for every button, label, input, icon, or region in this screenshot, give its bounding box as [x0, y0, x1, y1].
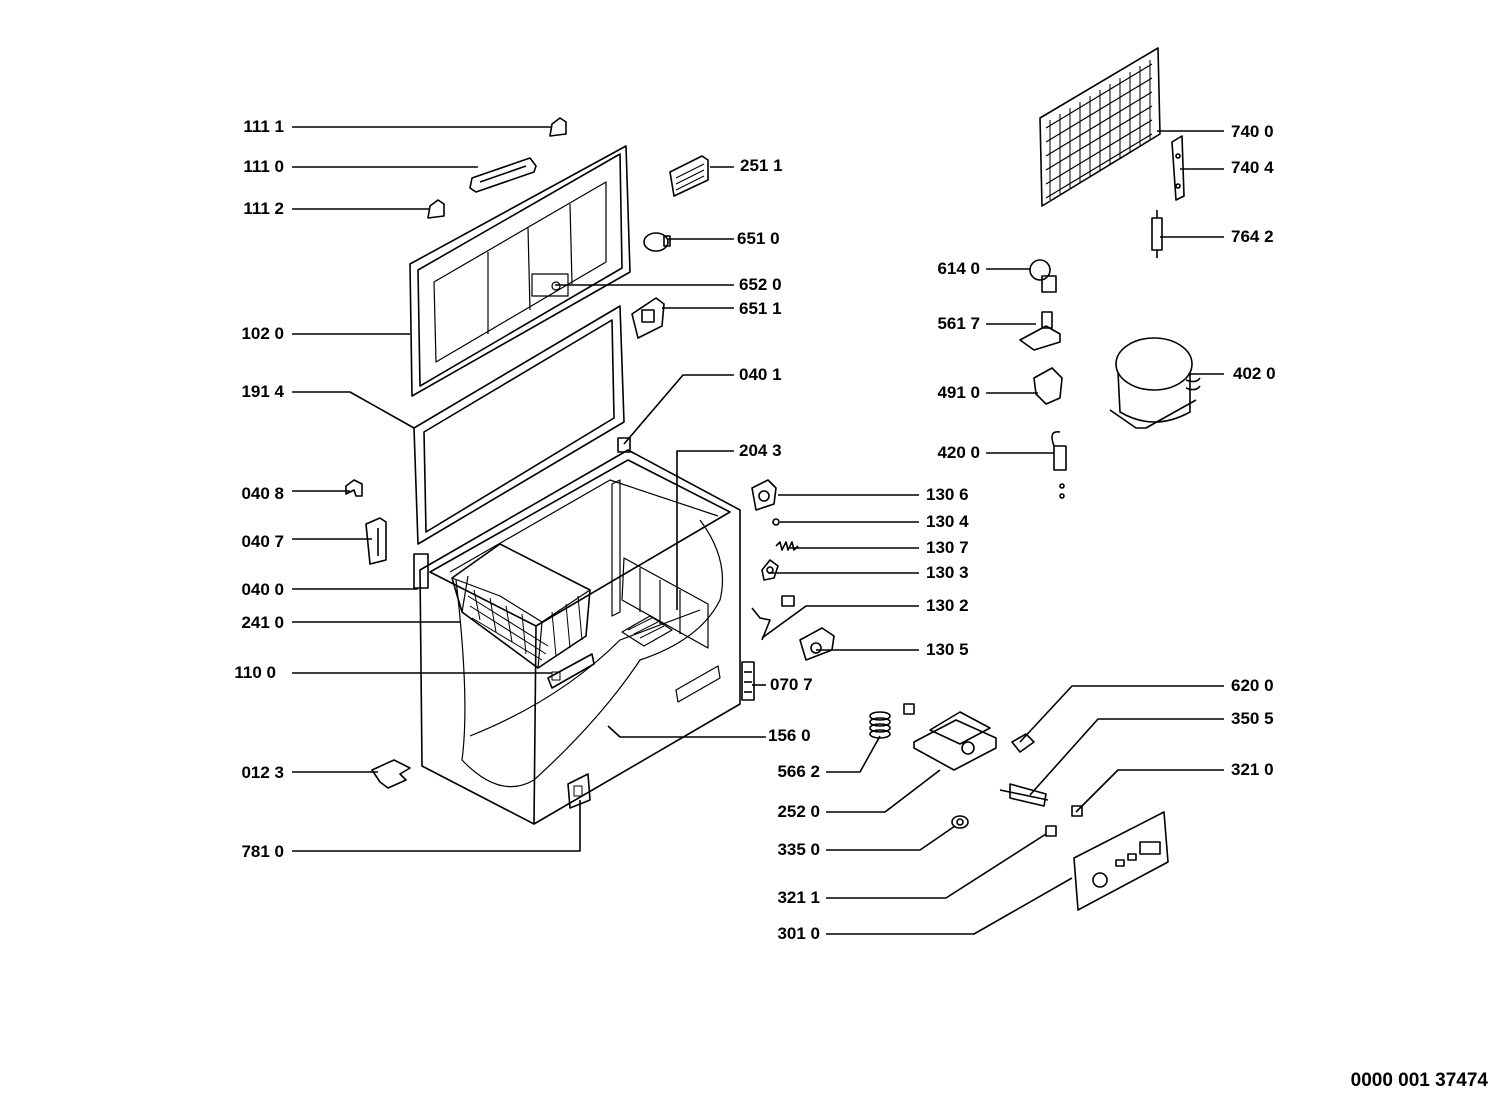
part-label-130-7: 130 7 [926, 538, 969, 557]
part-label-111-1: 111 1 [243, 117, 284, 136]
part-label-740-4: 740 4 [1231, 158, 1274, 177]
part-label-321-0: 321 0 [1231, 760, 1274, 779]
hinge-cover-right [549, 117, 567, 137]
control-panel [1073, 811, 1169, 911]
hinge-left [413, 553, 429, 589]
part-label-402-0: 402 0 [1233, 364, 1276, 383]
capacitor [1051, 430, 1067, 499]
part-label-156-0: 156 0 [768, 726, 811, 745]
part-label-251-1: 251 1 [740, 156, 783, 175]
hinge-washer [772, 518, 780, 526]
hinge-cap [799, 627, 835, 661]
lamp-bulb [643, 232, 671, 252]
part-label-012-3: 012 3 [241, 763, 284, 782]
small-connector-a [1071, 805, 1083, 817]
lid [409, 145, 631, 397]
hinge-plate [761, 559, 779, 581]
part-label-491-0: 491 0 [937, 383, 980, 402]
thermostat-knob [951, 815, 969, 829]
light-cover [669, 155, 709, 197]
part-label-204-3: 204 3 [739, 441, 782, 460]
part-label-111-2: 111 2 [243, 199, 284, 218]
part-label-764-2: 764 2 [1231, 227, 1274, 246]
hinge-cover-left [427, 199, 445, 219]
control-strip [741, 661, 755, 701]
hinge-clip [345, 479, 363, 497]
condenser-bracket [1171, 135, 1185, 201]
lid-handle [469, 157, 537, 193]
door-gasket [413, 305, 625, 545]
relay-clip [1019, 311, 1061, 351]
document-number: 0000 001 37474 [1350, 1070, 1488, 1091]
leader-lines-left [292, 126, 581, 852]
part-label-040-1: 040 1 [739, 365, 782, 384]
filter-drier [1151, 210, 1163, 258]
hinge-pin [751, 595, 795, 641]
leader-lines-right [761, 130, 1224, 813]
leader-lines-middle [555, 166, 1073, 935]
control-housing [913, 711, 997, 771]
condenser [1039, 47, 1161, 207]
part-label-040-0: 040 0 [241, 580, 284, 599]
part-label-301-0: 301 0 [777, 924, 820, 943]
part-label-740-0: 740 0 [1231, 122, 1274, 141]
part-label-420-0: 420 0 [937, 443, 980, 462]
compressor [1109, 337, 1201, 429]
cable-connector [999, 783, 1049, 807]
part-label-614-0: 614 0 [937, 259, 980, 278]
part-label-241-0: 241 0 [241, 613, 284, 632]
part-label-040-8: 040 8 [241, 484, 284, 503]
part-label-130-4: 130 4 [926, 512, 969, 531]
part-label-040-7: 040 7 [241, 532, 284, 551]
relay-cover [1033, 367, 1063, 405]
part-label-651-0: 651 0 [737, 229, 780, 248]
part-label-561-7: 561 7 [937, 314, 980, 333]
part-label-110-0: 110 0 [234, 663, 276, 682]
hinge-spring [775, 541, 799, 551]
part-label-130-3: 130 3 [926, 563, 969, 582]
part-label-252-0: 252 0 [777, 802, 820, 821]
small-connector-b [1045, 825, 1057, 837]
part-label-335-0: 335 0 [777, 840, 820, 859]
part-label-652-0: 652 0 [739, 275, 782, 294]
part-label-130-2: 130 2 [926, 596, 969, 615]
foot-bracket [371, 759, 411, 789]
lamp-holder [631, 297, 665, 339]
thermostat-coil [869, 703, 915, 739]
part-label-130-6: 130 6 [926, 485, 969, 504]
signal-lamp [1011, 733, 1035, 753]
lock-plate [567, 773, 591, 809]
part-label-781-0: 781 0 [241, 842, 284, 861]
freezer-cabinet [419, 449, 741, 825]
part-label-191-4: 191 4 [241, 382, 284, 401]
hinge-bracket [365, 517, 387, 565]
part-label-070-7: 070 7 [770, 675, 813, 694]
part-label-350-5: 350 5 [1231, 709, 1274, 728]
part-label-321-1: 321 1 [777, 888, 820, 907]
part-label-651-1: 651 1 [739, 299, 782, 318]
part-label-102-0: 102 0 [241, 324, 284, 343]
start-relay [1029, 259, 1057, 293]
wire-basket [451, 543, 591, 669]
hinge-housing [751, 479, 777, 511]
basket-handle [547, 653, 595, 689]
part-label-620-0: 620 0 [1231, 676, 1274, 695]
part-label-130-5: 130 5 [926, 640, 969, 659]
part-label-111-0: 111 0 [243, 157, 284, 176]
part-label-566-2: 566 2 [777, 762, 820, 781]
